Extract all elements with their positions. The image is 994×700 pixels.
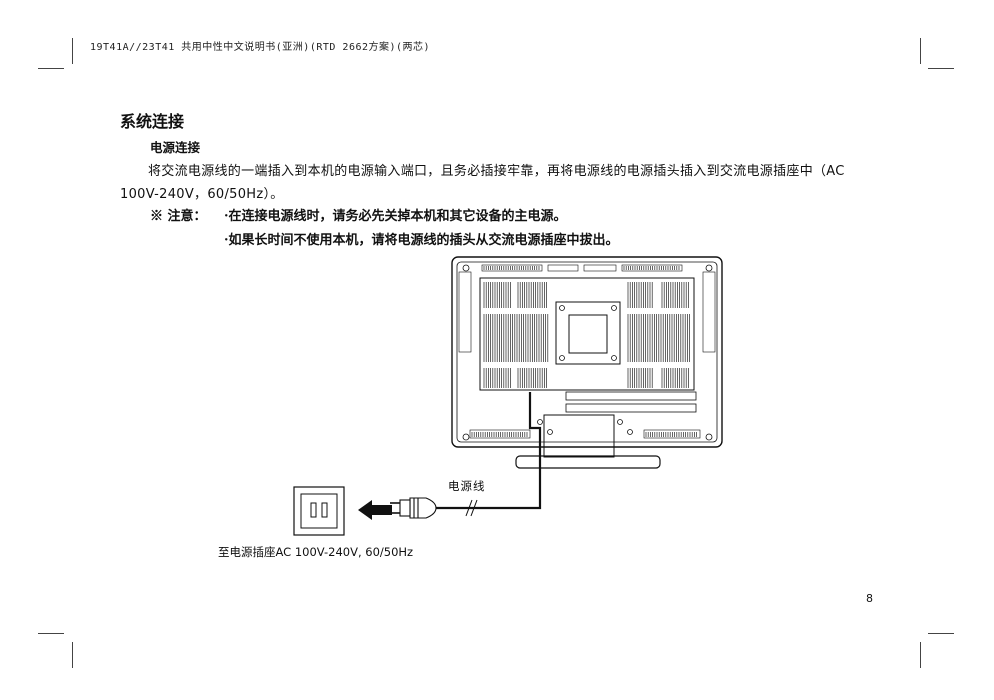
tv-rear-illustration [451,256,723,469]
document-header: 19T41A//23T41 共用中性中文说明书(亚洲)(RTD 2662方案)(… [90,42,431,53]
page-number: 8 [866,592,873,605]
section-subtitle: 电源连接 [150,140,201,155]
crop-mark [920,38,921,64]
power-cord [436,392,542,510]
rear-vent-grills [471,266,697,437]
arrow-left-icon [358,500,392,520]
power-plug-icon [390,497,437,519]
section-title: 系统连接 [120,112,185,131]
note-row: ·如果长时间不使用本机，请将电源线的插头从交流电源插座中拔出。 [150,229,619,253]
note-label: ※ 注意： [150,209,207,224]
cord-break-mark [465,499,478,517]
crop-mark [38,633,64,634]
top-vents [481,264,683,272]
note-text: ·如果长时间不使用本机，请将电源线的插头从交流电源插座中拔出。 [224,233,619,248]
crop-mark [72,38,73,64]
instruction-paragraph: 将交流电源线的一端插入到本机的电源输入端口，且务必插接牢靠，再将电源线的电源插头… [120,164,845,202]
notes-block: ※ 注意： ·在连接电源线时，请务必先关掉本机和其它设备的主电源。 ·如果长时间不… [150,205,619,253]
note-text: ·在连接电源线时，请务必先关掉本机和其它设备的主电源。 [224,209,567,224]
crop-mark [928,68,954,69]
note-row: ※ 注意： ·在连接电源线时，请务必先关掉本机和其它设备的主电源。 [150,205,619,229]
crop-mark [38,68,64,69]
crop-mark [920,642,921,668]
power-cord-label: 电源线 [448,479,486,493]
outlet-caption: 至电源插座AC 100V-240V, 60/50Hz [218,545,414,559]
crop-mark [72,642,73,668]
crop-mark [928,633,954,634]
wall-outlet-icon [293,486,345,536]
